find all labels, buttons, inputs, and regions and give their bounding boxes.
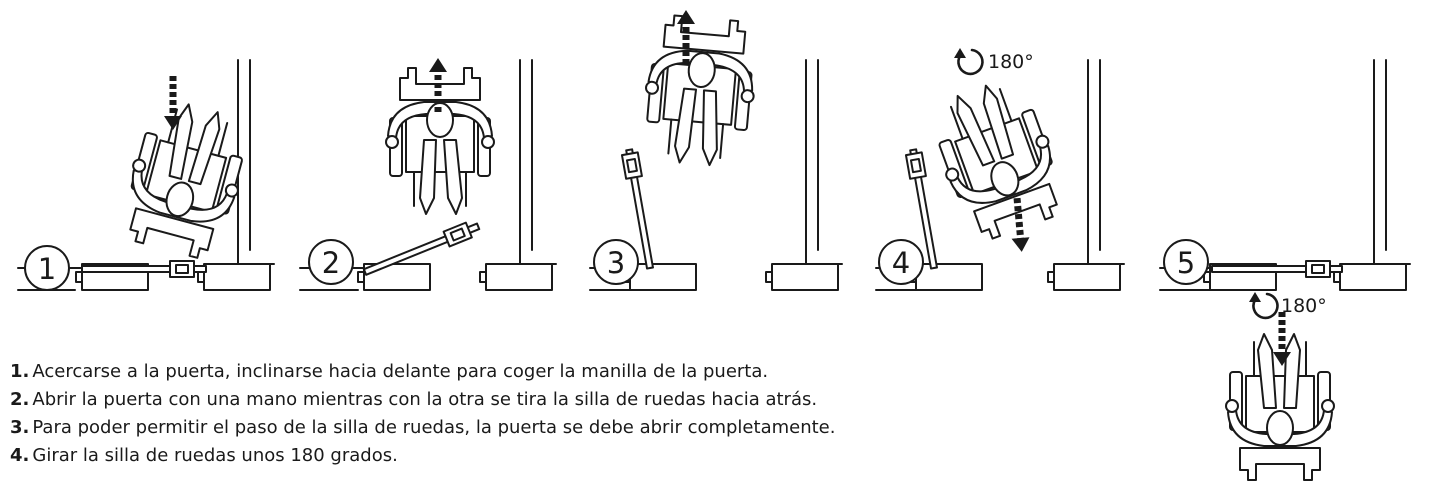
right-jamb-icon bbox=[1047, 263, 1121, 291]
right-jamb-icon bbox=[479, 263, 553, 291]
step-3-panel: 3 bbox=[589, 10, 843, 291]
step-number: 1 bbox=[38, 252, 56, 286]
step-number: 3 bbox=[607, 246, 625, 280]
wheelchair-user-icon bbox=[113, 93, 258, 265]
step-5-panel: 180° 5 bbox=[1159, 59, 1411, 481]
step-label: 1. bbox=[10, 361, 30, 382]
step-number-badge bbox=[878, 239, 924, 285]
rotation-label: 180° bbox=[988, 51, 1034, 73]
door-handle-icon bbox=[620, 151, 643, 180]
instruction-step: 3.Para poder permitir el paso de la sill… bbox=[10, 414, 910, 442]
step-number-badge bbox=[593, 239, 639, 285]
instruction-step: 2.Abrir la puerta con una mano mientras … bbox=[10, 386, 910, 414]
wall-icon bbox=[1087, 59, 1125, 265]
rotate-icon bbox=[1247, 290, 1279, 320]
step-label: 4. bbox=[10, 445, 30, 466]
door-handle-icon bbox=[904, 151, 927, 180]
right-jamb-icon bbox=[1333, 263, 1407, 291]
instruction-step: 1.Acercarse a la puerta, inclinarse haci… bbox=[10, 358, 910, 386]
step-number: 5 bbox=[1177, 246, 1195, 280]
step-number: 4 bbox=[892, 246, 910, 280]
step-text: Acercarse a la puerta, inclinarse hacia … bbox=[32, 361, 769, 382]
rotation-label: 180° bbox=[1281, 295, 1327, 317]
instruction-step: 4.Girar la silla de ruedas unos 180 grad… bbox=[10, 442, 910, 470]
wall-icon bbox=[519, 59, 557, 265]
rotate-icon bbox=[952, 46, 984, 76]
instructions-list: 1.Acercarse a la puerta, inclinarse haci… bbox=[10, 358, 910, 470]
step-4-panel: 180° 4 bbox=[875, 46, 1125, 291]
right-jamb-icon bbox=[765, 263, 839, 291]
step-number-badge bbox=[24, 245, 70, 291]
door-icon bbox=[81, 265, 207, 273]
step-text: Girar la silla de ruedas unos 180 grados… bbox=[32, 445, 398, 466]
step-label: 3. bbox=[10, 417, 30, 438]
door-handle-icon bbox=[169, 260, 195, 278]
step-2-panel: 2 bbox=[299, 58, 557, 291]
step-text: Para poder permitir el paso de la silla … bbox=[32, 417, 836, 438]
door-icon bbox=[625, 148, 654, 270]
wheelchair-user-icon bbox=[920, 70, 1075, 248]
right-jamb-icon bbox=[197, 263, 271, 291]
wheelchair-user-icon bbox=[385, 67, 495, 215]
door-icon bbox=[1211, 265, 1343, 273]
wheelchair-user-icon bbox=[638, 12, 762, 170]
door-handle-icon bbox=[442, 221, 473, 248]
wall-icon bbox=[805, 59, 843, 265]
step-text: Abrir la puerta con una mano mientras co… bbox=[32, 389, 818, 410]
step-1-panel: 1 bbox=[17, 59, 275, 291]
wall-icon bbox=[237, 59, 275, 265]
wall-icon bbox=[1373, 59, 1411, 265]
step-label: 2. bbox=[10, 389, 30, 410]
step-number-badge bbox=[1163, 239, 1209, 285]
door-handle-icon bbox=[1305, 260, 1331, 278]
step-number-badge bbox=[308, 239, 354, 285]
step-number: 2 bbox=[322, 246, 340, 280]
door-icon bbox=[909, 148, 938, 270]
